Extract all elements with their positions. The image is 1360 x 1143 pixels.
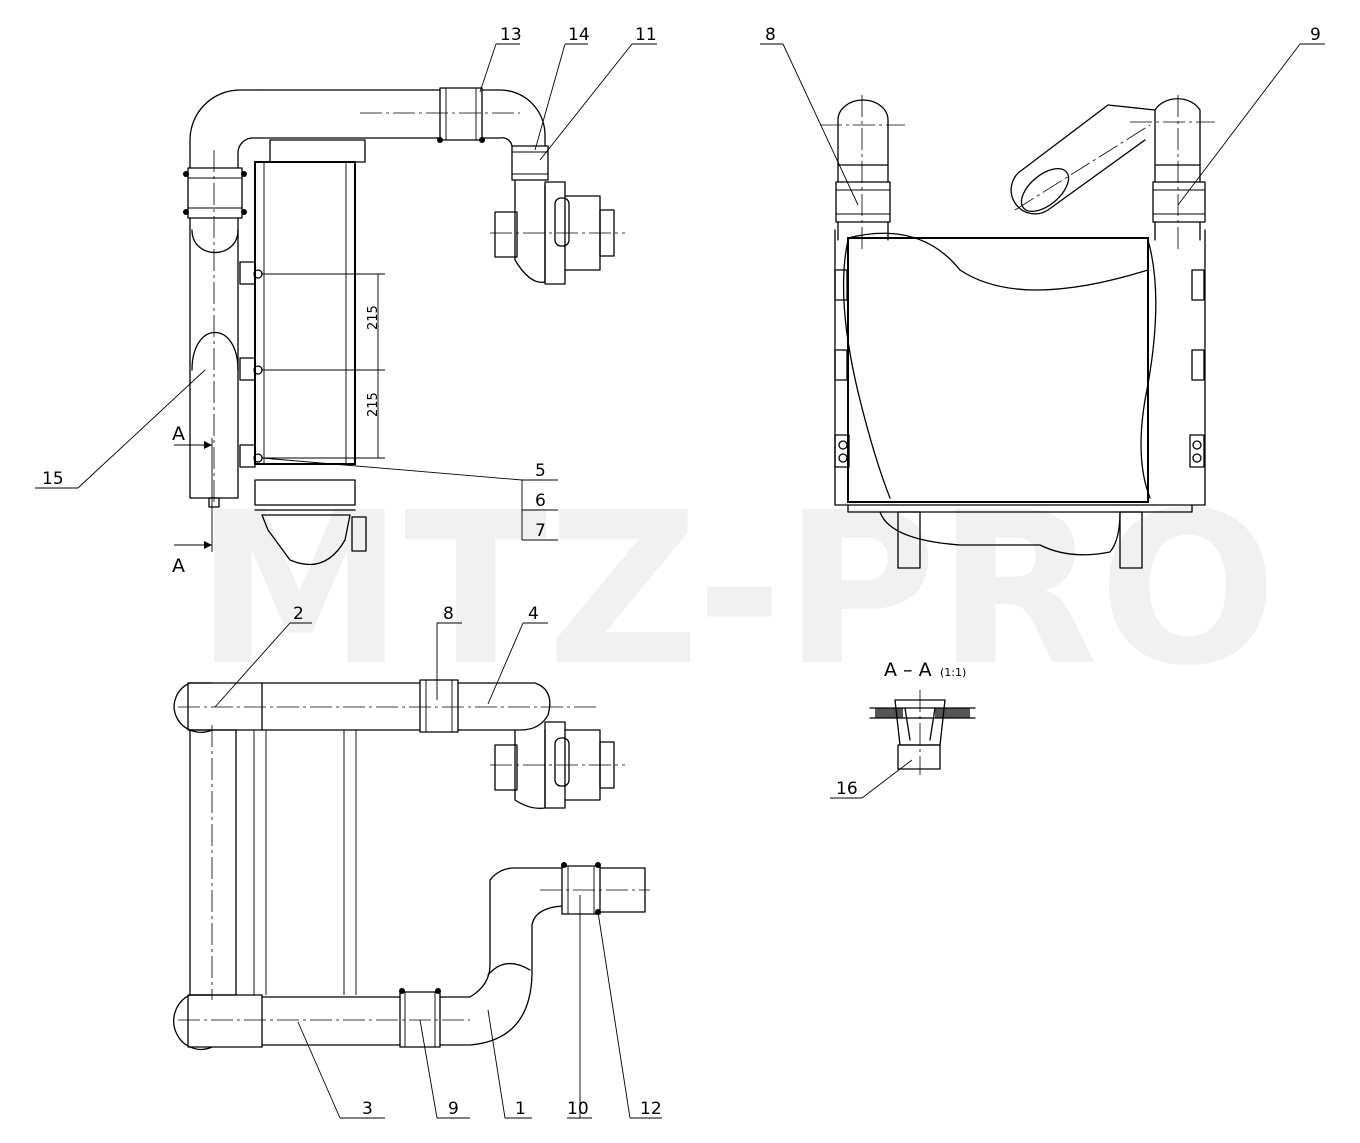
label-13: 13 (500, 25, 522, 45)
leader-lines (35, 43, 1325, 1119)
label-8-top: 8 (765, 25, 776, 45)
section-scale: (1:1) (940, 666, 966, 679)
front-view (820, 95, 1215, 569)
label-8-bottom: 8 (443, 604, 454, 624)
label-5: 5 (535, 461, 546, 481)
label-12: 12 (640, 1099, 662, 1119)
label-1: 1 (515, 1099, 526, 1119)
label-6: 6 (535, 491, 546, 511)
label-15: 15 (42, 469, 64, 489)
top-view (173, 679, 650, 1051)
side-view: 215 215 (174, 87, 625, 566)
label-7: 7 (535, 521, 546, 541)
watermark: MTZ-PRO (195, 467, 1277, 712)
label-9-bottom: 9 (448, 1099, 459, 1119)
section-a-a (869, 690, 976, 775)
position-labels: 13 14 11 15 5 6 7 8 9 2 8 4 3 9 1 10 12 … (42, 25, 1321, 1119)
label-9-top: 9 (1310, 25, 1321, 45)
label-14: 14 (568, 25, 590, 45)
dimension-215-lower: 215 (366, 392, 381, 417)
section-title: A – A (884, 659, 932, 681)
label-4: 4 (528, 604, 539, 624)
label-11: 11 (635, 25, 657, 45)
section-arrow-a-top: A (172, 423, 185, 445)
label-2: 2 (293, 604, 304, 624)
label-16: 16 (836, 779, 858, 799)
label-10: 10 (567, 1099, 589, 1119)
dimension-215-upper: 215 (366, 305, 381, 330)
label-3: 3 (362, 1099, 373, 1119)
section-arrow-a-bottom: A (172, 555, 185, 577)
